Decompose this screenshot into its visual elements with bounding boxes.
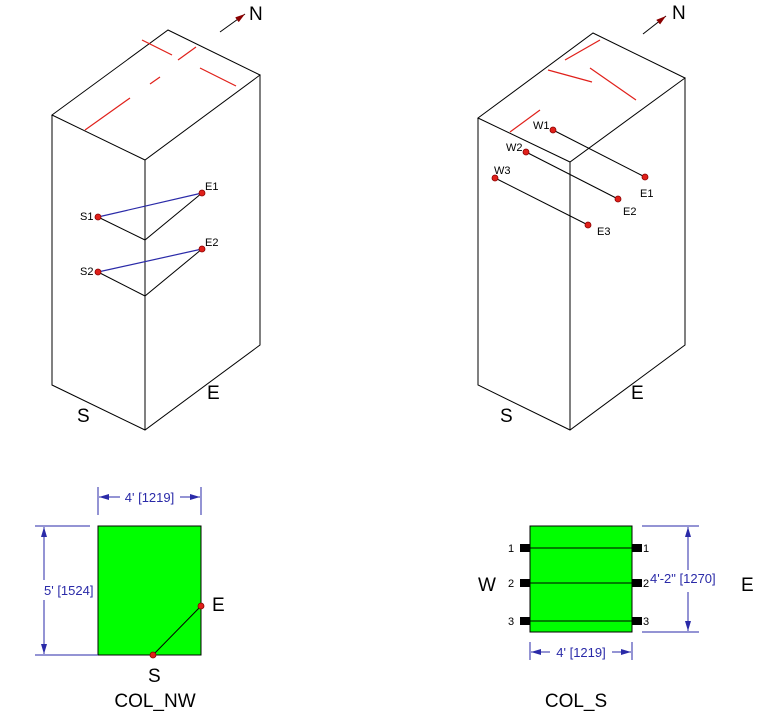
label-e2: E2	[205, 237, 218, 249]
point-e1	[198, 189, 206, 197]
label-south: S	[77, 406, 90, 427]
label-east: E	[207, 383, 220, 404]
row-3-east: 3	[643, 616, 649, 628]
label-s1: S1	[80, 211, 93, 223]
point-e3	[584, 221, 592, 229]
top-red-marks	[84, 39, 237, 131]
point-s1	[94, 213, 102, 221]
point-w3	[491, 174, 499, 182]
rows: 1 1 2 2 3 3	[508, 543, 649, 628]
label-east: E	[741, 575, 754, 596]
label-e2: E2	[623, 206, 636, 218]
label-east: E	[631, 383, 644, 404]
label-west: W	[478, 575, 496, 596]
col-nw-plan: 4' [1219] 5' [1524] E S COL_NW	[35, 487, 225, 712]
col-s-title: COL_S	[545, 691, 607, 712]
point-w1	[549, 126, 557, 134]
label-e3: E3	[597, 226, 610, 238]
row-3-west: 3	[508, 616, 514, 628]
svg-text:N: N	[672, 3, 686, 24]
point-e1	[641, 173, 649, 181]
top-red-marks	[509, 39, 637, 133]
label-south: S	[500, 406, 513, 427]
right-isometric-column: W1 E1 W2 E2 W3 E3 S E N	[477, 3, 686, 431]
label-east: E	[212, 595, 225, 616]
row-2-east: 2	[643, 578, 649, 590]
label-w3: W3	[494, 165, 511, 177]
width-dimension: 4' [1219]	[125, 490, 174, 505]
width-dimension: 4' [1219]	[556, 645, 605, 660]
column-section	[529, 525, 633, 633]
row-1-west: 1	[508, 543, 514, 555]
height-dimension: 4'-2" [1270]	[650, 571, 716, 586]
label-w1: W1	[533, 120, 550, 132]
height-dimension: 5' [1524]	[44, 583, 93, 598]
col-nw-title: COL_NW	[114, 691, 195, 712]
point-e2	[614, 195, 622, 203]
left-isometric-column: S1 E1 S2 E2 S E N	[51, 4, 263, 431]
north-arrow-icon: N	[642, 3, 686, 35]
label-south: S	[148, 666, 161, 687]
label-e1: E1	[640, 188, 653, 200]
row-1-east: 1	[643, 543, 649, 555]
col-s-plan: 1 1 2 2 3 3 4'-2" [1270] 4' [1219] W E C…	[478, 525, 754, 712]
svg-text:N: N	[249, 4, 263, 25]
point-s2	[94, 268, 102, 276]
row-2-west: 2	[508, 578, 514, 590]
point-e2	[198, 245, 206, 253]
label-e1: E1	[205, 181, 218, 193]
point-w2	[522, 148, 530, 156]
label-s2: S2	[80, 266, 93, 278]
column-section	[97, 525, 202, 656]
north-arrow-icon: N	[219, 4, 263, 33]
label-w2: W2	[506, 142, 523, 154]
